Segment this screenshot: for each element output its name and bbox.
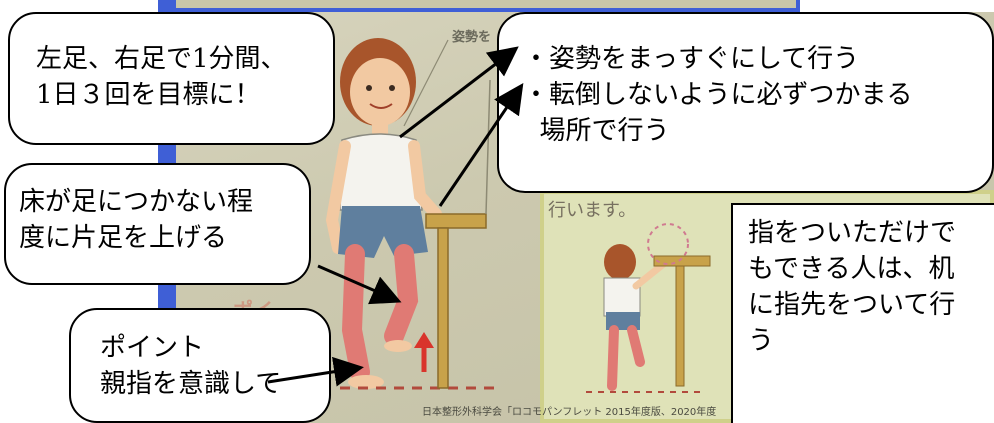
callout-posture: ・姿勢をまっすぐにして行う ・転倒しないように必ずつかまる 場所で行う <box>497 12 994 193</box>
callout-finger-line-3: に指先をついて行 <box>748 290 956 320</box>
slide-green-caption: 行います。 <box>548 200 637 221</box>
woman-illustration <box>325 38 442 389</box>
callout-finger-line-1: 指をついただけで <box>748 218 957 248</box>
lift-up-arrow-icon <box>414 332 434 372</box>
callout-duration: 左足、右足で1分間、 1日３回を目標に！ <box>8 12 335 145</box>
callout-lift-line-1: 床が足につかない程 <box>19 187 254 217</box>
callout-lift-line-2: 度に片足を上げる <box>19 223 228 253</box>
slide-top-label: 姿勢を <box>452 30 492 45</box>
callout-posture-line-1: ・姿勢をまっすぐにして行う <box>523 44 860 74</box>
slide-credit-text: 日本整形外科学会「ロコモパンフレット 2015年度版、2020年度 <box>422 407 717 418</box>
callout-posture-line-3: 場所で行う <box>523 116 670 146</box>
callout-duration-line-2: 1日３回を目標に！ <box>36 80 261 110</box>
callout-point-line-1: ポイント <box>100 333 205 363</box>
callout-lift: 床が足につかない程 度に片足を上げる <box>4 163 311 285</box>
table-illustration <box>425 79 491 389</box>
callout-duration-line-1: 左足、右足で1分間、 <box>36 44 287 74</box>
small-figure-illustration <box>586 223 711 393</box>
callout-posture-line-2: ・転倒しないように必ずつかまる <box>523 80 913 110</box>
callout-finger-line-2: もできる人は、机 <box>748 254 955 284</box>
callout-finger-line-4: う <box>748 326 775 356</box>
callout-point-line-2: 親指を意識して <box>100 369 282 399</box>
callout-point: ポイント 親指を意識して <box>69 308 331 423</box>
callout-finger: 指をついただけで もできる人は、机 に指先をついて行 う <box>731 203 994 423</box>
